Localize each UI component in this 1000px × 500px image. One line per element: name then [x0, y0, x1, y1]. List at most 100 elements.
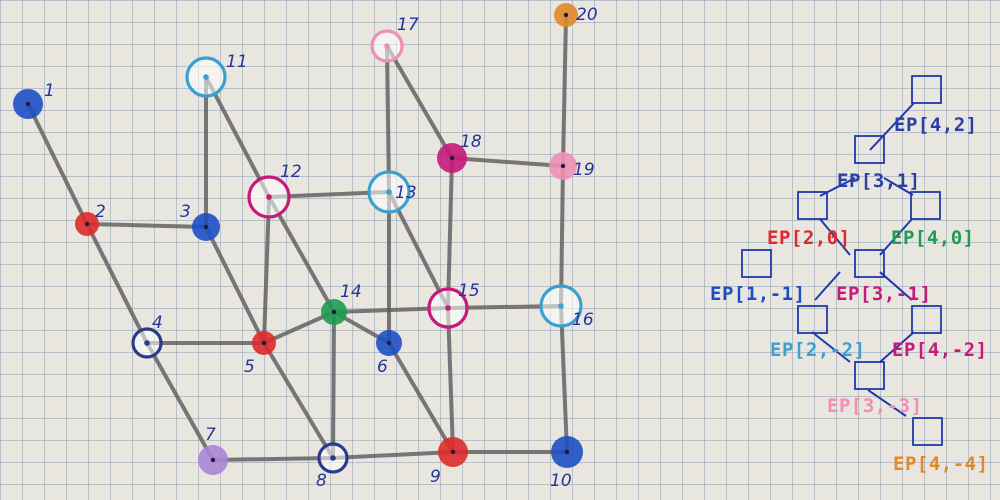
node-dot — [384, 43, 390, 49]
graph-edge-19-20 — [561, 13, 568, 168]
node-dot — [558, 303, 564, 309]
graph-node-5: 5 — [244, 331, 276, 377]
node-dot — [563, 12, 569, 18]
node-label: 3 — [180, 202, 191, 222]
lattice-box — [854, 249, 885, 278]
node-label: 20 — [576, 5, 598, 25]
lattice-box — [741, 249, 772, 278]
lattice-label-ep-1--1: EP[1,-1] — [710, 283, 806, 305]
graph-edge-13-17 — [385, 44, 391, 194]
lattice-box — [911, 75, 942, 104]
node-label: 19 — [573, 160, 595, 180]
node-label: 6 — [377, 357, 388, 377]
lattice-connector — [879, 271, 913, 301]
node-dot — [331, 309, 337, 315]
graph-node-12: 12 — [247, 162, 302, 219]
graph-edge-19-16 — [559, 164, 565, 308]
node-dot — [203, 224, 209, 230]
graph-edge-12-14 — [267, 195, 336, 314]
graph-node-19: 19 — [549, 152, 595, 180]
node-dot — [449, 155, 455, 161]
lattice-label-ep-2--2: EP[2,-2] — [770, 339, 866, 361]
graph-edge-18-19 — [450, 156, 565, 168]
graph-node-8: 8 — [316, 442, 349, 491]
graph-node-13: 13 — [367, 170, 417, 214]
node-label: 2 — [95, 202, 106, 222]
graph-edge-15-9 — [446, 306, 455, 454]
graph-edge-1-2 — [26, 102, 89, 226]
lattice-connector — [867, 389, 907, 417]
node-dot — [450, 449, 456, 455]
node-dot — [386, 340, 392, 346]
graph-node-14: 14 — [321, 282, 362, 325]
node-label: 16 — [572, 310, 594, 330]
lattice-label-ep-4--2: EP[4,-2] — [892, 339, 988, 361]
graph-edge-6-9 — [387, 341, 455, 454]
lattice-box — [797, 305, 828, 334]
graph-node-10: 10 — [550, 436, 583, 491]
graph-edge-5-12 — [262, 195, 271, 345]
graph-node-3: 3 — [180, 202, 220, 241]
node-dot — [330, 455, 336, 461]
graph-edge-5-8 — [262, 341, 335, 460]
node-dot — [445, 305, 451, 311]
node-label: 1 — [44, 81, 55, 101]
graph-node-17: 17 — [370, 15, 419, 63]
graph-edge-16-10 — [559, 304, 569, 454]
lattice-connector — [811, 331, 851, 363]
lattice-box — [797, 191, 828, 220]
lattice-box — [854, 361, 885, 390]
graph-edge-18-15 — [446, 156, 454, 310]
node-dot — [210, 457, 216, 463]
lattice-label-ep-3--1: EP[3,-1] — [836, 283, 932, 305]
node-label: 5 — [244, 357, 255, 377]
node-label: 17 — [397, 15, 419, 35]
lattice-label-ep-2-0: EP[2,0] — [767, 227, 851, 249]
graph-node-4: 4 — [131, 313, 163, 359]
graph-node-11: 11 — [185, 52, 248, 98]
lattice-box — [854, 135, 885, 164]
graph-edge-17-18 — [385, 44, 454, 160]
lattice-label-ep-4--4: EP[4,-4] — [893, 453, 989, 475]
node-label: 10 — [550, 471, 572, 491]
graph-edge-14-8 — [331, 310, 336, 460]
graph-edge-13-15 — [387, 190, 450, 310]
graph-edge-2-4 — [85, 222, 149, 345]
lattice-connector — [879, 331, 915, 363]
graph-node-16: 16 — [539, 284, 594, 330]
lattice-connector — [879, 218, 913, 256]
node-dot — [266, 194, 272, 200]
node-dot — [84, 221, 90, 227]
node-dot — [261, 340, 267, 346]
graph-edge-3-5 — [204, 225, 266, 345]
node-dot — [25, 101, 31, 107]
lattice-box — [912, 417, 943, 446]
graph-node-15: 15 — [427, 281, 480, 329]
node-label: 9 — [430, 467, 441, 487]
node-label: 4 — [152, 313, 163, 333]
lattice-box — [911, 305, 942, 334]
graph-node-7: 7 — [198, 425, 228, 475]
lattice-connector — [869, 102, 915, 151]
graph-edges — [26, 13, 569, 462]
lattice-label-ep-3-1: EP[3,1] — [837, 170, 921, 192]
node-label: 11 — [226, 52, 248, 72]
graph-node-20: 20 — [554, 3, 598, 27]
lattice-label-ep-4-0: EP[4,0] — [891, 227, 975, 249]
lattice-label-ep-4-2: EP[4,2] — [894, 114, 978, 136]
lattice-connector — [819, 218, 851, 256]
graph-edge-8-9 — [331, 450, 455, 460]
graph-node-9: 9 — [430, 437, 468, 487]
graph-node-6: 6 — [376, 330, 402, 377]
graph-node-2: 2 — [75, 202, 106, 236]
graph-node-18: 18 — [437, 132, 482, 173]
node-label: 7 — [205, 425, 216, 445]
node-label: 12 — [280, 162, 302, 182]
ep-lattice: EP[4,2] EP[3,1] EP[2,0] EP[4,0] EP[1,-1] EP[3… — [710, 75, 989, 475]
lattice-box — [910, 191, 941, 220]
node-dot — [560, 163, 566, 169]
node-dot — [564, 449, 570, 455]
graph-edge-7-8 — [211, 456, 335, 462]
